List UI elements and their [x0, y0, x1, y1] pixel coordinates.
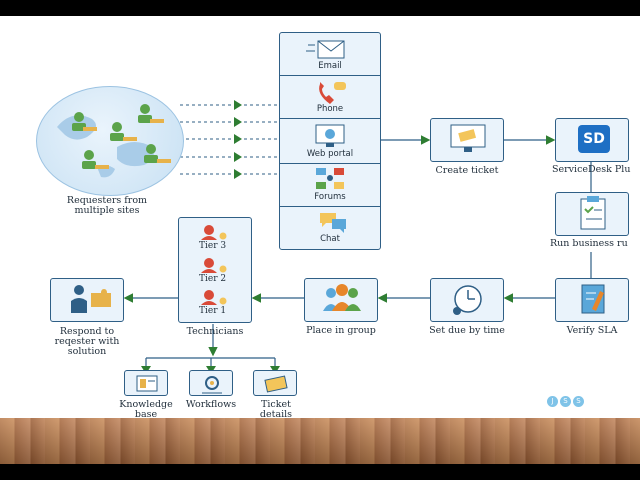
clock-icon — [453, 285, 482, 315]
workflows-label: Workflows — [185, 399, 237, 410]
web-portal-icon — [315, 124, 345, 147]
ticket-details-label: Ticket details — [259, 399, 293, 419]
chat-icon — [320, 213, 346, 233]
channel-label: Email — [318, 61, 342, 71]
channel-label: Chat — [320, 234, 340, 244]
ticket-icon — [264, 375, 288, 393]
channel-label: Forums — [314, 192, 346, 202]
knowledge-base-box — [124, 370, 168, 396]
clipboard-icon — [580, 196, 606, 230]
document-check-icon — [581, 284, 605, 314]
verify-sla-box — [555, 278, 629, 322]
set-due-label: Set due by time — [429, 325, 505, 336]
monitor-ticket-icon — [450, 124, 486, 152]
tier-label: Tier 1 — [199, 306, 227, 316]
requesters-label: Requesters from multiple sites — [66, 195, 148, 216]
requesters-globe — [36, 86, 184, 196]
place-group-label: Place in group — [306, 325, 376, 336]
channel-label: Web portal — [306, 149, 354, 159]
person-puzzle-icon — [71, 285, 111, 313]
tier-label: Tier 2 — [199, 274, 227, 284]
ticket-details-box — [253, 370, 297, 396]
channel-phone[interactable]: Phone — [280, 76, 380, 119]
technicians-box: Tier 3 Tier 2 Tier 1 — [178, 217, 252, 323]
wood-floor-background — [0, 418, 640, 464]
respond-box — [50, 278, 124, 322]
channel-email[interactable]: Email — [280, 33, 380, 76]
create-ticket-box — [430, 118, 504, 162]
world-map-icon — [57, 104, 171, 178]
business-rules-label: Run business ru — [550, 238, 628, 249]
knowledge-base-label: Knowledge base — [119, 399, 173, 419]
technician-icons — [201, 225, 227, 305]
workflow-gear-icon — [202, 376, 222, 394]
watermark-badge: S — [560, 396, 571, 407]
phone-icon — [319, 82, 346, 104]
channels-column: Email Phone Web portal Forums Chat — [279, 32, 381, 250]
servicedesk-box: SD — [555, 118, 629, 162]
watermark-badge: J — [547, 396, 558, 407]
channel-chat[interactable]: Chat — [280, 207, 380, 249]
technicians-label: Technicians — [186, 326, 244, 337]
place-group-box — [304, 278, 378, 322]
dashed-arrowhead — [234, 134, 242, 144]
set-due-box — [430, 278, 504, 322]
dashed-arrowhead — [234, 100, 242, 110]
servicedesk-label: ServiceDesk Plu — [552, 164, 631, 175]
tier-label: Tier 3 — [199, 241, 227, 251]
dashed-arrowhead — [234, 169, 242, 179]
watermark-badge: S — [573, 396, 584, 407]
business-rules-box — [555, 192, 629, 236]
channel-web-portal[interactable]: Web portal — [280, 119, 380, 164]
dashed-arrowhead — [234, 117, 242, 127]
servicedesk-logo-icon: SD — [578, 125, 610, 153]
group-icon — [323, 284, 361, 311]
book-icon — [136, 375, 158, 392]
forums-icon — [316, 168, 344, 189]
email-icon — [306, 40, 345, 59]
respond-label: Respond to reqester with solution — [54, 326, 120, 357]
diagram-canvas: Requesters from multiple sites Email Pho… — [0, 16, 640, 418]
workflows-box — [189, 370, 233, 396]
dashed-arrowhead — [234, 152, 242, 162]
channel-label: Phone — [316, 104, 344, 114]
create-ticket-label: Create ticket — [435, 165, 499, 176]
channel-forums[interactable]: Forums — [280, 164, 380, 207]
verify-sla-label: Verify SLA — [566, 325, 618, 336]
